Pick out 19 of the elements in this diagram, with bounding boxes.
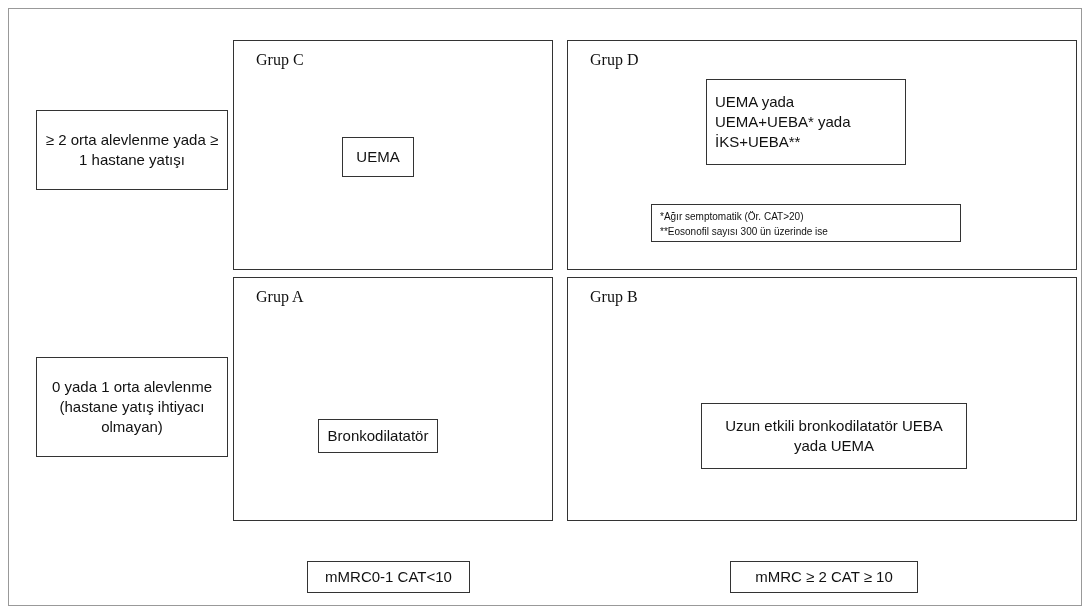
treatment-box: UEMA xyxy=(342,137,414,177)
column-label-box: mMRC ≥ 2 CAT ≥ 10 xyxy=(730,561,918,593)
footnote-text: *Ağır semptomatik (Ör. CAT>20) xyxy=(660,210,805,224)
group-heading: Grup B xyxy=(590,288,638,306)
footnote-text: **Eosonofil sayısı 300 ün üzerinde ise xyxy=(660,225,829,239)
group-heading: Grup D xyxy=(590,51,639,69)
row-label-box: 0 yada 1 orta alevlenme (hastane yatış ihtiyacı olmayan) xyxy=(36,357,228,457)
group-heading: Grup A xyxy=(256,288,304,306)
group-box xyxy=(233,277,553,521)
group-box xyxy=(567,277,1077,521)
treatment-box: Uzun etkili bronkodilatatör UEBA yada UEMA xyxy=(701,403,967,469)
column-label-box: mMRC0-1 CAT<10 xyxy=(307,561,470,593)
treatment-box: UEMA yada UEMA+UEBA* yada İKS+UEBA** xyxy=(706,79,906,165)
footnote-box xyxy=(651,204,961,242)
treatment-box: Bronkodilatatör xyxy=(318,419,438,453)
group-box xyxy=(233,40,553,270)
group-heading: Grup C xyxy=(256,51,304,69)
row-label-box: ≥ 2 orta alevlenme yada ≥ 1 hastane yatışı xyxy=(36,110,228,190)
group-box xyxy=(567,40,1077,270)
